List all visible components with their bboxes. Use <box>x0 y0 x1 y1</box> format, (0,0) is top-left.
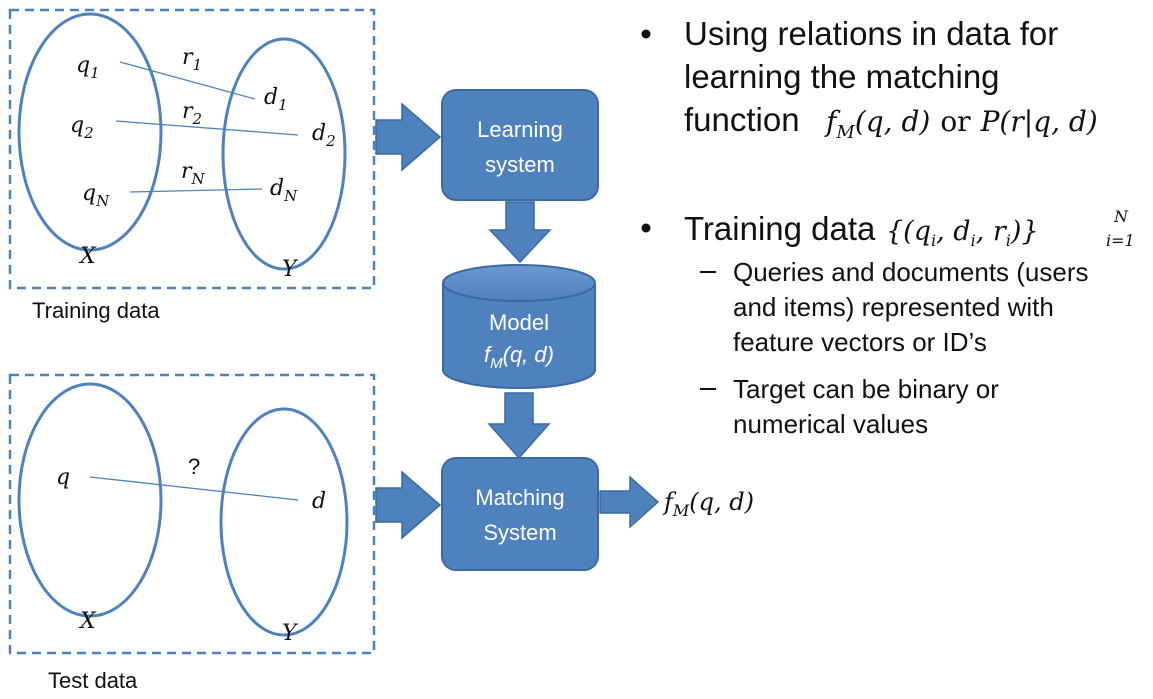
r2-label: r2 <box>182 99 202 128</box>
bullet-1-line-1: Using relations in data for <box>684 15 1058 52</box>
sub-bullet-1-line-1: Queries and documents (users <box>733 257 1089 287</box>
matching-system-line-1: Matching <box>475 485 564 510</box>
learning-system-block <box>441 89 599 201</box>
bullet-1-line-3: function <box>684 101 800 138</box>
sub-bullet-1-line-2: and items) represented with <box>733 292 1054 322</box>
model-cylinder <box>442 264 596 389</box>
training-data-caption: Training data <box>32 298 160 323</box>
relation-line-2 <box>115 120 299 136</box>
model-formula: fM(q, d) <box>484 342 554 372</box>
test-to-matching-arrow <box>375 470 442 540</box>
unknown-relation-label: ? <box>188 454 200 479</box>
test-x-label: X <box>78 609 97 634</box>
matching-system-block <box>441 457 599 571</box>
bullet-dot-2 <box>641 223 651 233</box>
bullet-1-line-2: learning the matching <box>684 58 1000 95</box>
d2-label: d2 <box>312 121 336 150</box>
matching-system-line-2: System <box>483 520 556 545</box>
output-formula: fM(q, d) <box>662 488 754 520</box>
test-data-frame <box>8 373 376 655</box>
learning-system-line-2: system <box>485 152 555 177</box>
q1-label: q1 <box>76 53 100 82</box>
q2-label: q2 <box>70 113 94 142</box>
model-to-matching-arrow <box>487 392 551 460</box>
learning-to-model-arrow <box>488 201 552 264</box>
dn-label: dN <box>270 176 298 205</box>
training-x-set <box>17 12 163 252</box>
training-y-set <box>221 37 347 271</box>
bullet-dot-1 <box>641 29 651 39</box>
training-x-label: X <box>78 244 97 269</box>
relation-line-n <box>129 188 263 193</box>
relation-line-1 <box>119 61 256 100</box>
test-q-label: q <box>56 465 70 490</box>
sub-bullet-2-line-2: numerical values <box>733 409 928 439</box>
training-to-learning-arrow <box>375 102 442 172</box>
sub-bullet-1-line-3: feature vectors or ID’s <box>733 327 987 357</box>
r1-label: r1 <box>182 45 202 74</box>
qn-label: qN <box>82 181 110 210</box>
test-y-set <box>219 407 349 637</box>
learning-system-line-1: Learning <box>477 117 563 142</box>
bullet-2-sup: N <box>1113 207 1129 226</box>
training-y-label: Y <box>282 257 299 282</box>
sub-bullet-2-line-1: Target can be binary or <box>733 374 999 404</box>
rn-label: rN <box>181 159 206 188</box>
bullet-2-text: Training data <box>684 210 876 247</box>
bullet-2-sub: i=1 <box>1106 231 1135 250</box>
test-data-caption: Test data <box>48 668 138 693</box>
test-d-label: d <box>312 489 326 514</box>
matching-to-output-arrow <box>599 475 660 529</box>
test-relation-line <box>89 476 299 501</box>
test-y-label: Y <box>282 621 299 646</box>
model-title: Model <box>489 310 549 335</box>
test-x-set <box>17 382 163 618</box>
d1-label: d1 <box>264 85 288 114</box>
training-data-frame <box>8 8 376 290</box>
bullet-2-math: {(qi, di, ri)} <box>886 216 1039 250</box>
